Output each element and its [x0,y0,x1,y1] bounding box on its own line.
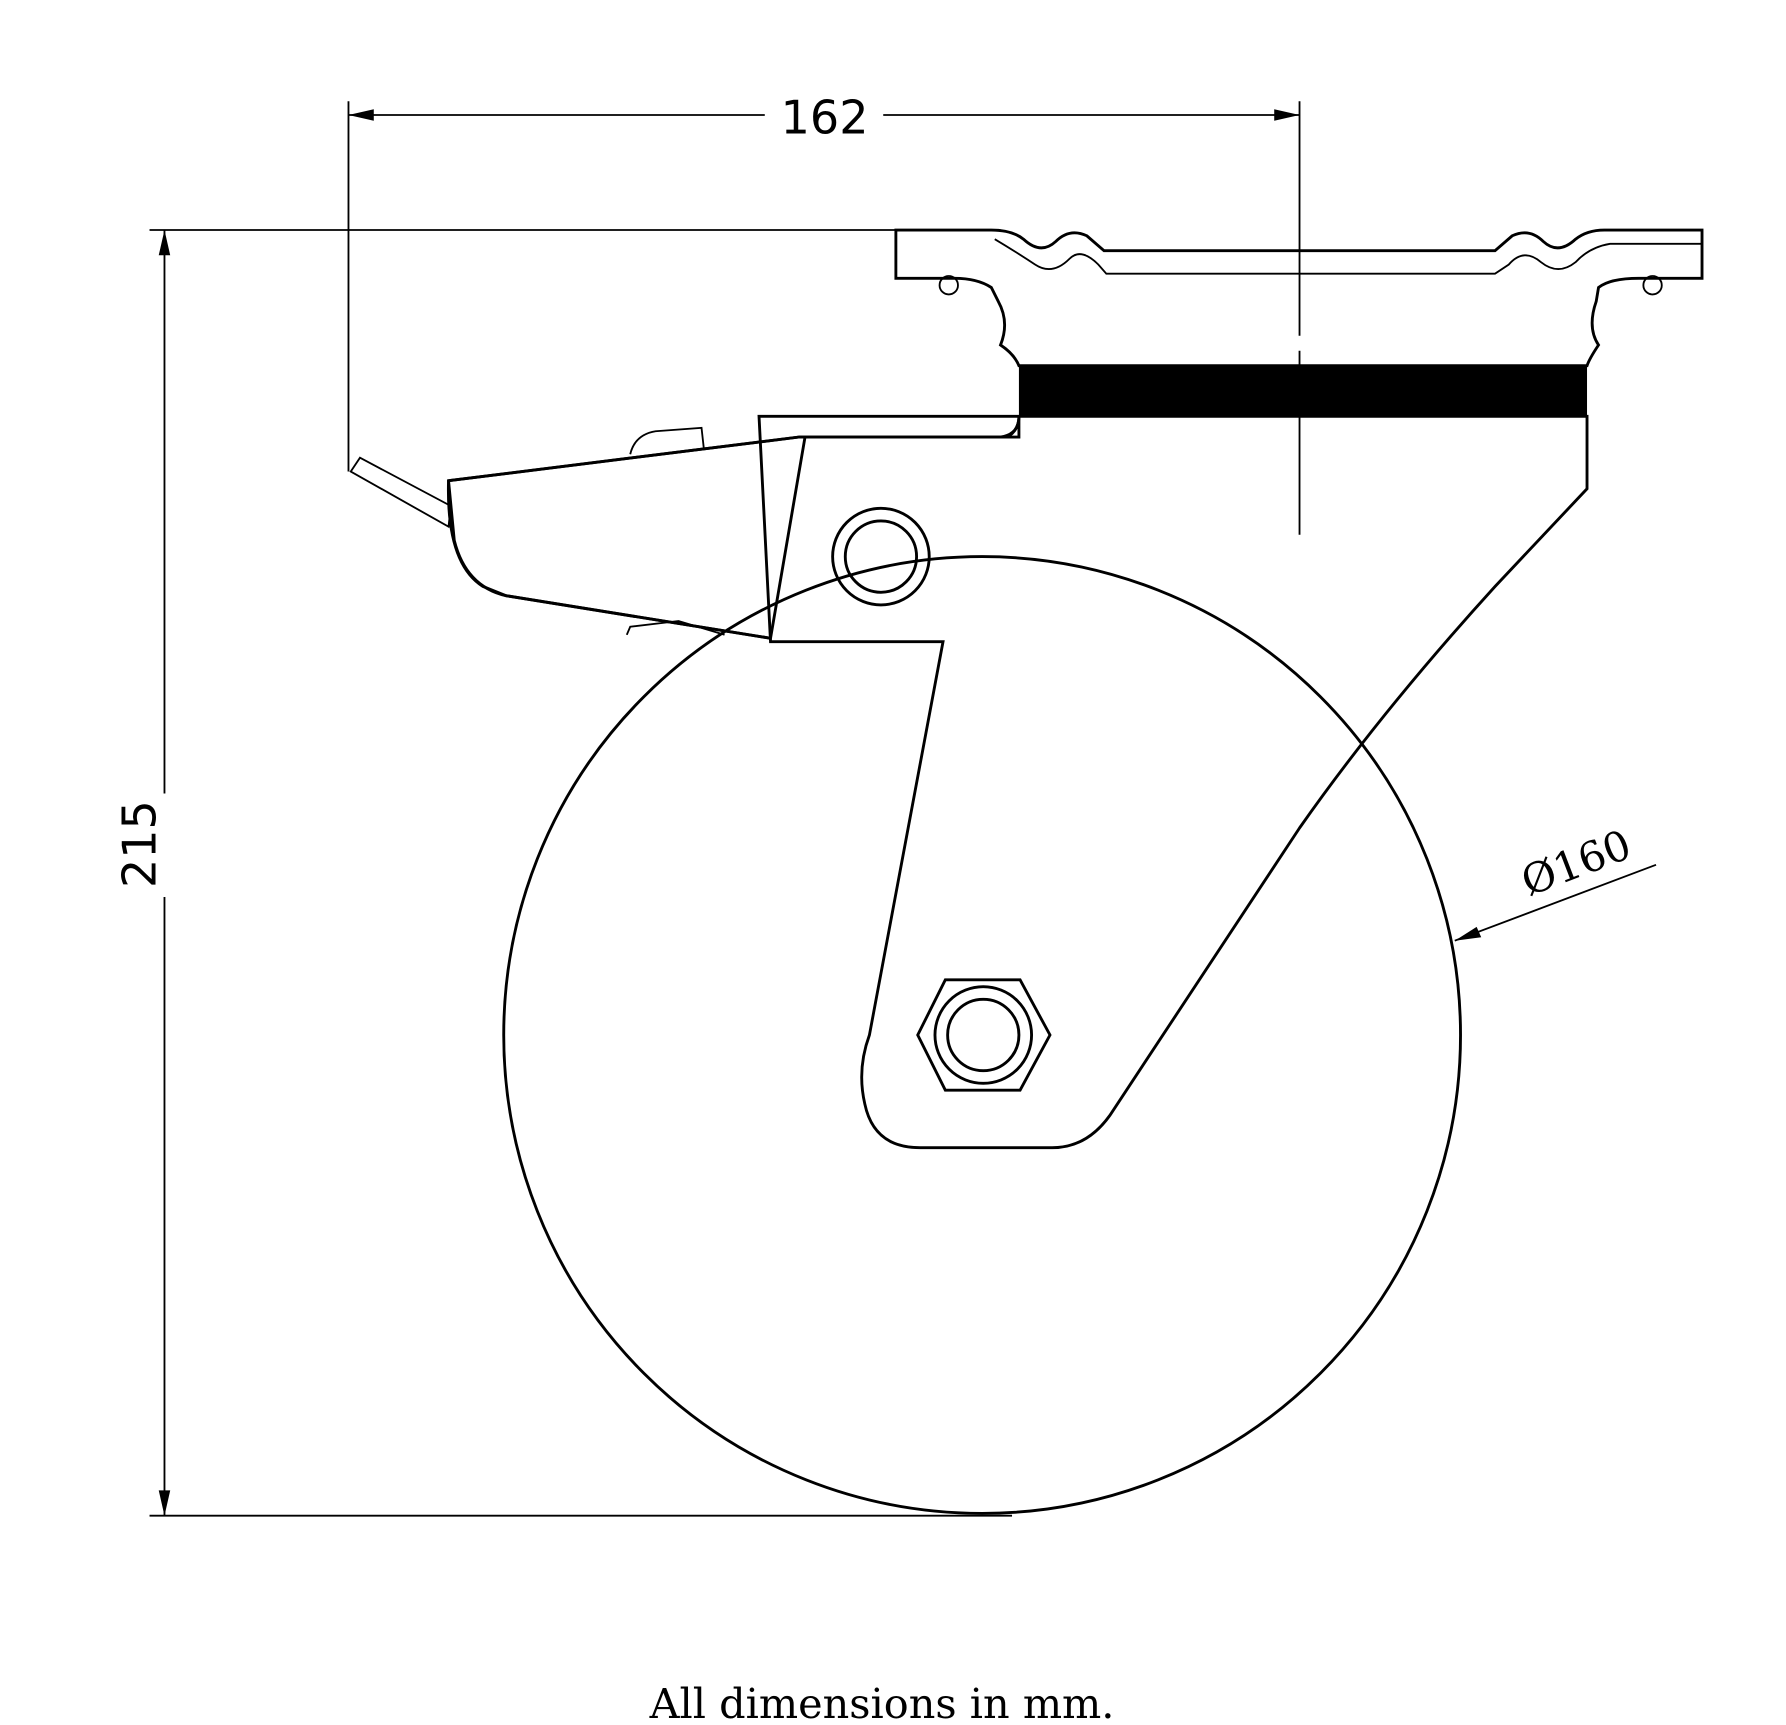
diameter-dimension: Ø160 [1454,821,1657,942]
diameter-label: Ø160 [1515,821,1638,906]
axle-nut [916,978,1052,1092]
width-dimension: 162 [347,90,1301,535]
height-dimension-label: 215 [112,800,166,888]
brake-lever [349,416,1021,640]
height-dimension: 215 [112,229,1013,1517]
wheel [502,555,1462,1515]
swivel-bearing-band [1018,365,1588,417]
footer-note: All dimensions in mm. [649,1680,1115,1725]
width-dimension-label: 162 [781,90,869,144]
fork [757,414,1589,1150]
top-plate [894,228,1704,368]
